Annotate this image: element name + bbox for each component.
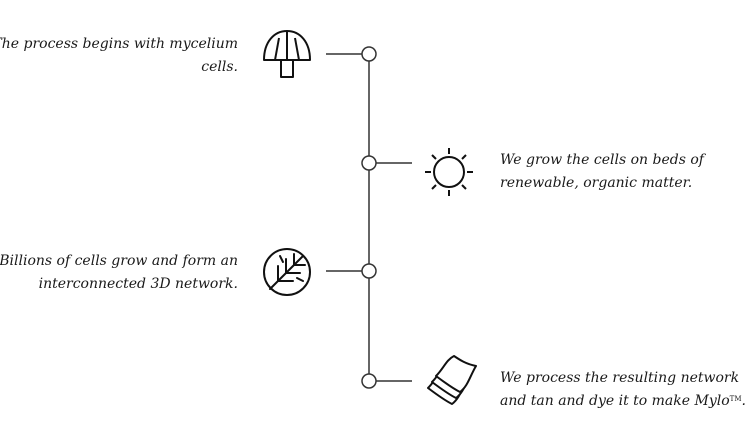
timeline-node-1 [361, 46, 377, 62]
mushroom-icon [263, 30, 311, 78]
step-1-line-1: The process begins with mycelium [0, 36, 238, 52]
step-1-text: The process begins with mycelium cells. [0, 33, 238, 79]
step-4-line-1: We process the resulting network [500, 370, 740, 386]
step-3-text: Billions of cells grow and form an inter… [0, 250, 238, 296]
timeline-node-4 [361, 373, 377, 389]
step-2-line-2: renewable, organic matter. [500, 175, 693, 191]
sun-icon [425, 148, 473, 196]
step-3-line-2: interconnected 3D network. [38, 276, 238, 292]
timeline-node-3 [361, 263, 377, 279]
step-3-line-1: Billions of cells grow and form an [0, 253, 238, 269]
step-4-text: We process the resulting network and tan… [500, 367, 746, 413]
leather-sheets-icon [427, 355, 477, 405]
trademark-mark: TM [729, 395, 742, 403]
step-2-text: We grow the cells on beds of renewable, … [500, 149, 704, 195]
timeline-node-2 [361, 155, 377, 171]
step-1-line-2: cells. [201, 59, 238, 75]
step-4-line-2: and tan and dye it to make MyloTM. [500, 390, 746, 413]
step-4-line-2-main: and tan and dye it to make Mylo [500, 393, 730, 409]
step-2-line-1: We grow the cells on beds of [500, 152, 704, 168]
network-icon [263, 248, 311, 296]
step-4-line-2-end: . [741, 393, 746, 409]
